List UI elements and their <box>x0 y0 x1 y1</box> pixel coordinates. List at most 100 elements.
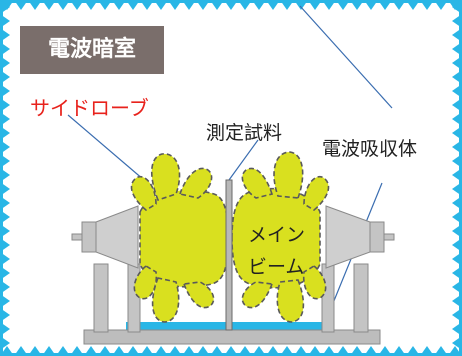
absorber-tooth-top <box>266 0 280 10</box>
absorber-tooth-bottom <box>196 346 210 356</box>
absorber-tooth-right <box>452 252 462 266</box>
absorber-tooth-right <box>452 140 462 154</box>
right-upper-sidelobe-3 <box>241 167 274 199</box>
sidelobe-pointer-line <box>67 114 145 181</box>
absorber-tooth-left <box>0 210 10 224</box>
absorber-tooth-top <box>112 0 126 10</box>
absorber-tooth-left <box>0 280 10 294</box>
absorber-tooth-bottom <box>392 346 406 356</box>
chamber-title-box: 電波暗室 <box>20 26 164 74</box>
absorber-tooth-bottom <box>0 346 14 356</box>
absorber-tooth-bottom <box>280 346 294 356</box>
absorber-tooth-top <box>224 0 238 10</box>
left-lower-sidelobe-3 <box>182 281 215 309</box>
beam-pattern <box>130 151 330 323</box>
sample-pointer-line <box>228 139 259 181</box>
absorber-tooth-left <box>0 238 10 252</box>
absorber-tooth-left <box>0 98 10 112</box>
absorber-tooth-top <box>56 0 70 10</box>
absorber-tooth-left <box>0 168 10 182</box>
absorber-tooth-right <box>452 112 462 126</box>
absorber-tooth-right <box>452 98 462 112</box>
absorber-tooth-bottom <box>252 346 266 356</box>
absorber-tooth-top <box>140 0 154 10</box>
right-upper-sidelobe-1 <box>303 175 330 211</box>
absorber-tooth-bottom <box>70 346 84 356</box>
absorber-tooth-right <box>452 0 462 14</box>
absorber-tooth-top <box>126 0 140 10</box>
absorber-tooth-bottom <box>42 346 56 356</box>
right-antenna-flange <box>369 221 385 253</box>
absorber-tooth-top <box>392 0 406 10</box>
absorber-tooth-bottom <box>238 346 252 356</box>
absorber-tooth-top <box>364 0 378 10</box>
absorber-tooth-right <box>452 154 462 168</box>
absorber-tooth-bottom <box>56 346 70 356</box>
absorber-tooth-left <box>0 266 10 280</box>
absorber-tooth-bottom <box>112 346 126 356</box>
absorber-tooth-top <box>406 0 420 10</box>
absorber-tooth-bottom <box>98 346 112 356</box>
sample-label: 測定試料 <box>206 122 283 144</box>
absorber-tooth-bottom <box>224 346 238 356</box>
absorber-tooth-right <box>452 224 462 238</box>
sample-rod <box>225 179 233 331</box>
absorber-tooth-top <box>196 0 210 10</box>
absorber-tooth-right <box>452 336 462 350</box>
absorber-tooth-bottom <box>28 346 42 356</box>
absorber-label: 電波吸収体 <box>322 138 418 160</box>
absorber-tooth-top <box>182 0 196 10</box>
absorber-tooth-right <box>452 182 462 196</box>
absorber-tooth-bottom <box>322 346 336 356</box>
left-antenna <box>71 205 141 333</box>
left-lower-sidelobe-2 <box>151 277 180 323</box>
absorber-tooth-right <box>452 294 462 308</box>
absorber-tooth-top <box>420 0 434 10</box>
absorber-tooth-left <box>0 336 10 350</box>
absorber-tooth-top <box>210 0 224 10</box>
absorber-pointer-line <box>299 5 393 109</box>
absorber-tooth-right <box>452 14 462 28</box>
absorber-tooth-top <box>350 0 364 10</box>
absorber-tooth-left <box>0 224 10 238</box>
left-upper-sidelobe-1 <box>130 175 157 211</box>
right-horn <box>325 205 371 269</box>
left-support-leg <box>93 263 109 333</box>
absorber-tooth-top <box>84 0 98 10</box>
absorber-tooth-right <box>452 28 462 42</box>
right-main-beam <box>231 187 321 289</box>
absorber-tooth-bottom <box>294 346 308 356</box>
absorber-tooth-bottom <box>126 346 140 356</box>
absorber-tooth-top <box>98 0 112 10</box>
left-horn <box>95 205 139 269</box>
absorber-tooth-right <box>452 238 462 252</box>
absorber-tooth-right <box>452 210 462 224</box>
right-upper-sidelobe-2 <box>273 151 304 199</box>
absorber-tooth-top <box>154 0 168 10</box>
absorber-tooth-left <box>0 112 10 126</box>
absorber-tooth-bottom <box>378 346 392 356</box>
absorber-tooth-bottom <box>266 346 280 356</box>
absorber-tooth-bottom <box>434 346 448 356</box>
absorber-tooth-bottom <box>364 346 378 356</box>
absorber-tooth-top <box>336 0 350 10</box>
absorber-tooth-right <box>452 168 462 182</box>
absorber-tooth-right <box>452 280 462 294</box>
right-lower-sidelobe-2 <box>276 279 305 323</box>
absorber-tooth-left <box>0 154 10 168</box>
right-antenna <box>321 205 395 333</box>
absorber-tooth-top <box>70 0 84 10</box>
absorber-tooth-top <box>168 0 182 10</box>
absorber-tooth-left <box>0 0 10 14</box>
absorber-tooth-right <box>452 308 462 322</box>
left-antenna-tip <box>71 233 83 241</box>
absorber-tooth-top <box>252 0 266 10</box>
mainbeam-label-line1: メイン <box>248 224 306 246</box>
absorber-tooth-bottom <box>182 346 196 356</box>
sidelobe-label: サイドローブ <box>30 96 149 120</box>
absorber-tooth-left <box>0 182 10 196</box>
absorber-tooth-bottom <box>420 346 434 356</box>
